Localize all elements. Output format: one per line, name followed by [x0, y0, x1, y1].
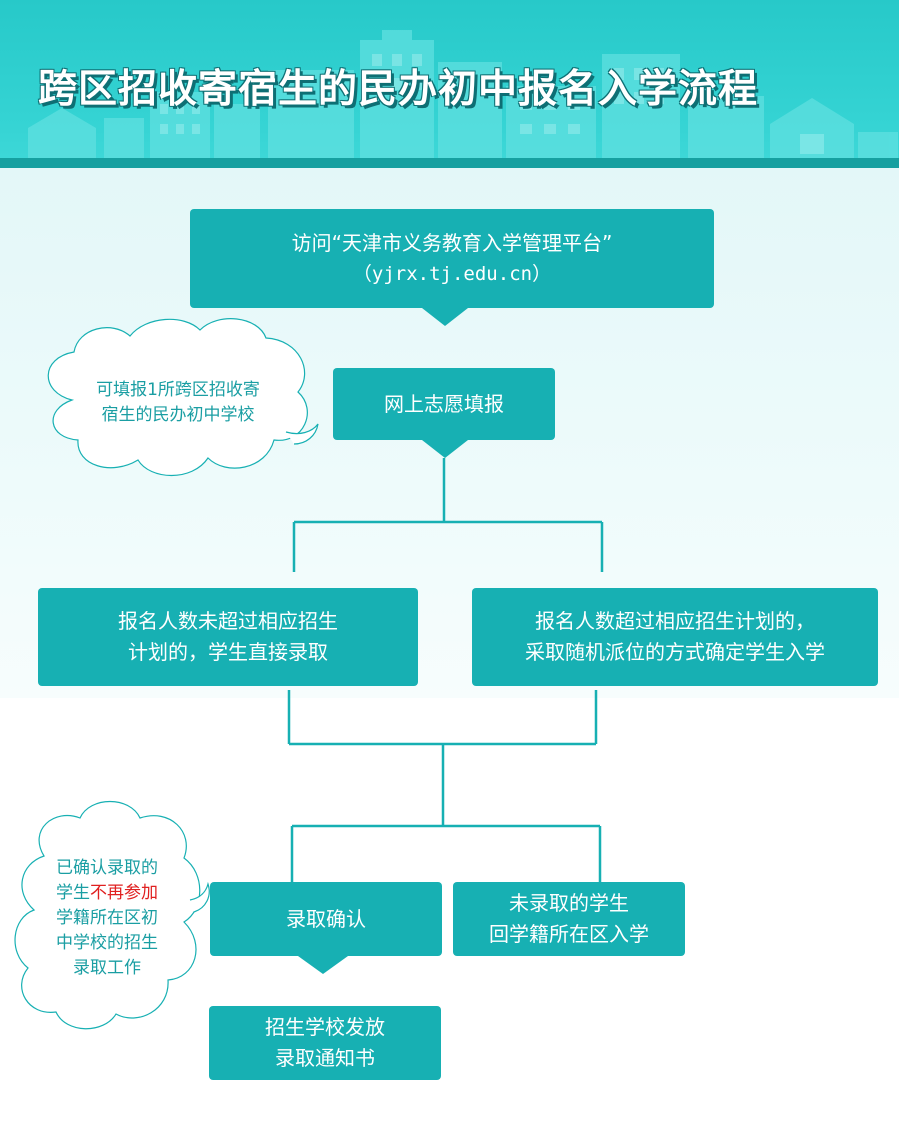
note-confirm-text: 已确认录取的 学生不再参加 学籍所在区初 中学校的招生 录取工作	[22, 856, 192, 981]
step-online-application: 网上志愿填报	[333, 368, 555, 440]
header-bottom-band	[0, 158, 899, 168]
step-under-quota: 报名人数未超过相应招生 计划的，学生直接录取	[38, 588, 418, 686]
step-notice-line2: 录取通知书	[275, 1046, 375, 1070]
note-confirm-line2-highlight: 不再参加	[90, 883, 158, 903]
step-visit-platform: 访问“天津市义务教育入学管理平台” （yjrx.tj.edu.cn）	[190, 209, 714, 308]
arrow-down-1	[422, 308, 468, 326]
note-cloud-apply	[47, 318, 319, 477]
note-apply-line2: 宿生的民办初中学校	[101, 405, 255, 425]
step-apply-label: 网上志愿填报	[384, 391, 504, 416]
step-confirm-label: 录取确认	[286, 906, 366, 931]
step-not-admitted: 未录取的学生 回学籍所在区入学	[453, 882, 685, 956]
arrow-down-3	[298, 956, 348, 974]
note-confirm-line1: 已确认录取的	[56, 858, 158, 878]
step-not-admitted-line2: 回学籍所在区入学	[489, 922, 649, 946]
note-apply-text: 可填报1所跨区招收寄 宿生的民办初中学校	[58, 378, 298, 428]
arrow-down-2	[422, 440, 468, 458]
step-visit-url: （yjrx.tj.edu.cn）	[352, 262, 552, 285]
city-skyline-illustration	[28, 30, 898, 160]
note-confirm-line2-a: 学生	[56, 883, 90, 903]
step-admission-confirm: 录取确认	[210, 882, 442, 956]
note-confirm-line5: 录取工作	[73, 958, 141, 978]
step-under-quota-line2: 计划的，学生直接录取	[128, 640, 328, 664]
step-over-quota: 报名人数超过相应招生计划的， 采取随机派位的方式确定学生入学	[472, 588, 878, 686]
note-cloud-confirm	[14, 800, 210, 1030]
note-confirm-line4: 中学校的招生	[56, 933, 158, 953]
page-title: 跨区招收寄宿生的民办初中报名入学流程	[38, 67, 759, 112]
note-confirm-line3: 学籍所在区初	[56, 908, 158, 928]
note-apply-line1: 可填报1所跨区招收寄	[96, 380, 260, 400]
note-confirm-line2: 学生不再参加	[22, 881, 192, 906]
step-under-quota-line1: 报名人数未超过相应招生	[118, 609, 338, 633]
step-admission-notice: 招生学校发放 录取通知书	[209, 1006, 441, 1080]
step-not-admitted-line1: 未录取的学生	[509, 891, 629, 915]
step-notice-line1: 招生学校发放	[265, 1015, 385, 1039]
step-over-quota-line1: 报名人数超过相应招生计划的，	[535, 609, 815, 633]
step-visit-line1: 访问“天津市义务教育入学管理平台”	[291, 230, 613, 255]
step-over-quota-line2: 采取随机派位的方式确定学生入学	[525, 640, 825, 664]
header-banner: 跨区招收寄宿生的民办初中报名入学流程	[0, 0, 899, 168]
